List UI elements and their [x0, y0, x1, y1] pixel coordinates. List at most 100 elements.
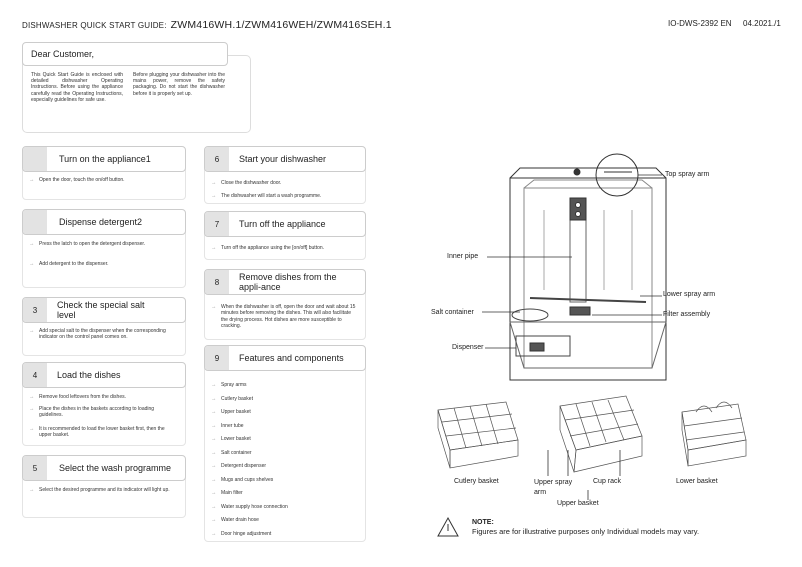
arrow-icon: →: [29, 177, 35, 183]
arrow-icon: →: [29, 406, 35, 412]
label-upper-basket: Upper basket: [557, 500, 599, 507]
arrow-icon: →: [211, 382, 217, 388]
list-item: →Main filter: [211, 490, 243, 496]
step-9-header: 9 Features and components: [204, 345, 366, 371]
list-item: →It is recommended to load the lower bas…: [29, 426, 165, 439]
step-2-number: [23, 210, 47, 234]
list-item: →Door hinge adjustment: [211, 530, 272, 537]
list-item: →Spray arms: [211, 382, 247, 388]
arrow-icon: →: [29, 394, 35, 400]
guide-header: DISHWASHER QUICK START GUIDE:ZWM416WH.1/…: [22, 19, 392, 31]
arrow-icon: →: [211, 193, 217, 199]
arrow-icon: →: [211, 530, 217, 537]
step-9-body: →Spray arms→Cutlery basket→Upper basket→…: [204, 358, 366, 542]
arrow-icon: →: [211, 422, 217, 429]
list-item: →Turn off the appliance using the [on/of…: [211, 245, 325, 251]
cabinet-top: [509, 167, 667, 179]
list-item: →Mugs and cups shelves: [211, 476, 274, 483]
arrow-icon: →: [211, 490, 217, 496]
step-1-header: Turn on the appliance1: [22, 146, 186, 172]
note-text: Figures are for illustrative purposes on…: [472, 527, 700, 536]
list-item: →Press the latch to open the detergent d…: [29, 241, 146, 247]
model-numbers: ZWM416WH.1/ZWM416WEH/ZWM416SEH.1: [170, 19, 392, 31]
list-item: →Add detergent to the dispenser.: [29, 261, 109, 267]
step-7-header: 7 Turn off the appliance: [204, 211, 366, 237]
arrow-icon: →: [211, 517, 217, 523]
step-1-title: Turn on the appliance1: [59, 153, 151, 164]
arrow-icon: →: [211, 476, 217, 483]
intro-col-2: Before plugging your dishwasher into the…: [133, 72, 225, 97]
step-6-title: Start your dishwasher: [239, 153, 327, 164]
list-item: →Place the dishes in the baskets accordi…: [29, 406, 155, 419]
list-item: →Water supply hose connection: [211, 503, 288, 510]
label-top-spray-arm: Top spray arm: [665, 171, 710, 178]
step-6-number: 6: [205, 147, 229, 171]
note-title: NOTE:: [472, 519, 494, 526]
arrow-icon: →: [211, 395, 217, 402]
arrow-icon: →: [29, 487, 35, 493]
list-item: →When the dishwasher is off, open the do…: [211, 304, 356, 329]
step-2-title: Dispense detergent2: [59, 216, 143, 227]
guide-label: DISHWASHER QUICK START GUIDE:: [22, 21, 167, 30]
label-lower-basket: Lower basket: [676, 478, 718, 485]
list-item: →Add special salt to the dispenser when …: [29, 328, 166, 341]
list-item: →The dishwasher will start a wash progra…: [211, 193, 322, 199]
step-1-number: [23, 147, 47, 171]
lower-basket-image: [681, 401, 747, 467]
step-6-header: 6 Start your dishwasher: [204, 146, 366, 172]
inner-tub: [523, 187, 653, 369]
step-7-number: 7: [205, 212, 229, 236]
step-2-header: Dispense detergent2: [22, 209, 186, 235]
list-item: →Inner tube: [211, 422, 244, 429]
doc-date: 04.2021./1: [743, 19, 781, 28]
label-lower-spray-arm: Lower spray arm: [663, 291, 716, 298]
step-5-title: Select the wash programme: [59, 462, 172, 473]
step-3-number: 3: [23, 298, 47, 322]
arrow-icon: →: [211, 436, 217, 442]
step-8-title: Remove dishes from the appli-ance: [239, 271, 337, 293]
step-4-title: Load the dishes: [57, 369, 121, 380]
step-8-number: 8: [205, 270, 229, 294]
list-item: →Water drain hose: [211, 517, 259, 523]
upper-basket-image: [559, 395, 643, 473]
step-5-header: 5 Select the wash programme: [22, 455, 186, 481]
list-item: →Open the door, touch the on/off button.: [29, 177, 125, 183]
list-item: →Remove food leftovers from the dishes.: [29, 394, 126, 400]
intro-box: This Quick Start Guide is enclosed with …: [22, 55, 251, 133]
doc-code: IO-DWS-2392 EN: [668, 19, 732, 28]
arrow-icon: →: [29, 328, 35, 334]
arrow-icon: →: [29, 261, 35, 267]
list-item: →Cutlery basket: [211, 395, 253, 402]
step-3-title: Check the special salt level: [57, 299, 145, 321]
intro-col-1: This Quick Start Guide is enclosed with …: [31, 72, 123, 103]
step-9-number: 9: [205, 346, 229, 370]
step-8-header: 8 Remove dishes from the appli-ance: [204, 269, 366, 295]
step-4-number: 4: [23, 363, 47, 387]
label-upper-spray-arm: Upper spray arm: [534, 479, 573, 496]
arrow-icon: →: [211, 449, 217, 456]
greeting: Dear Customer,: [31, 49, 95, 59]
label-cup-rack: Cup rack: [593, 478, 622, 485]
list-item: →Detergent dispenser: [211, 463, 267, 469]
label-dispenser: Dispenser: [452, 344, 484, 351]
arrow-icon: →: [29, 426, 35, 432]
step-9-title: Features and components: [239, 352, 344, 363]
list-item: →Close the dishwasher door.: [211, 180, 282, 186]
dishwasher-diagram: [437, 153, 747, 537]
label-filter-assembly: Filter assembly: [663, 311, 711, 318]
greeting-tab: Dear Customer,: [22, 42, 228, 66]
step-5-number: 5: [23, 456, 47, 480]
list-item: →Salt container: [211, 449, 252, 456]
arrow-icon: →: [211, 180, 217, 186]
label-salt-container: Salt container: [431, 309, 474, 316]
arrow-icon: →: [211, 463, 217, 469]
step-4-header: 4 Load the dishes: [22, 362, 186, 388]
arrow-icon: →: [211, 409, 217, 415]
list-item: →Lower basket: [211, 436, 251, 442]
arrow-icon: →: [29, 241, 35, 247]
warning-icon: [437, 516, 459, 537]
step-3-header: 3 Check the special salt level: [22, 297, 186, 323]
cutlery-basket-image: [437, 401, 519, 469]
arrow-icon: →: [211, 245, 217, 251]
arrow-icon: →: [211, 304, 217, 310]
